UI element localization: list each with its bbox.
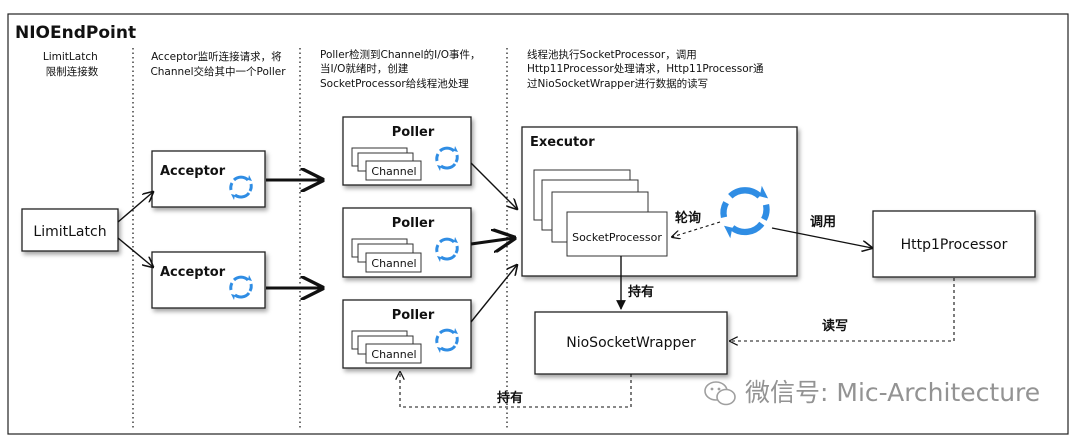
limitlatch-label: LimitLatch [33, 224, 106, 240]
channel-box [365, 343, 422, 364]
acceptor-label: Acceptor [160, 164, 226, 179]
column-caption-limitlatch: LimitLatch 限制连接数 [43, 51, 101, 78]
acceptor-node: Acceptor [151, 251, 266, 309]
channel-label: Channel [371, 165, 416, 178]
column-caption-acceptor: Acceptor监听连接请求，将 Channel交给其中一个Poller [150, 50, 286, 78]
call-label: 调用 [810, 215, 836, 230]
arrow-latch-acceptor [117, 192, 153, 223]
nio-wrapper-label: NioSocketWrapper [566, 335, 696, 351]
poll-arrow [672, 221, 721, 237]
executor-label: Executor [530, 135, 595, 150]
http-processor-label: Http1Processor [901, 237, 1008, 253]
hold-label-poller: 持有 [497, 390, 523, 406]
channel-label: Channel [371, 348, 416, 361]
arrow-latch-acceptor [117, 237, 153, 267]
socket-processor-label: SocketProcessor [572, 231, 662, 244]
column-caption-executor: 线程池执行SocketProcessor，调用 Http11Processor处… [527, 48, 767, 90]
http-processor-node: Http1Processor [872, 210, 1036, 278]
watermark: 微信号: Mic-Architecture [704, 378, 1040, 407]
poller-label: Poller [392, 216, 435, 231]
channel-box [365, 252, 422, 273]
nio-wrapper-node: NioSocketWrapper [534, 311, 728, 375]
executor-node: Executor SocketProcessor 轮询 [521, 126, 798, 277]
call-arrow [771, 227, 872, 248]
read-write-label: 读写 [822, 318, 848, 334]
poller-node: Poller Channel [342, 299, 472, 369]
wechat-icon [704, 381, 736, 406]
read-write-arrow [730, 278, 955, 341]
arrow-poller-executor [470, 162, 517, 209]
poller-label: Poller [392, 308, 435, 323]
arrow-poller-executor [470, 265, 517, 323]
acceptor-node: Acceptor [151, 150, 266, 208]
column-caption-poller: Poller检测到Channel的I/O事件， 当I/O就绪时，创建 Socke… [320, 48, 484, 90]
diagram-title: NIOEndPoint [15, 23, 136, 43]
acceptor-label: Acceptor [160, 265, 226, 280]
poller-node: Poller Channel [342, 116, 472, 186]
watermark-text: 微信号: Mic-Architecture [745, 378, 1040, 407]
hold-label-executor: 持有 [628, 284, 654, 300]
poller-node: Poller Channel [342, 207, 472, 278]
poller-label: Poller [392, 125, 435, 140]
limitlatch-node: LimitLatch [21, 208, 119, 252]
socket-processor-box [566, 211, 668, 257]
channel-label: Channel [371, 257, 416, 270]
arrow-poller-executor [470, 238, 514, 244]
poll-label: 轮询 [675, 210, 701, 226]
channel-box [365, 160, 422, 181]
